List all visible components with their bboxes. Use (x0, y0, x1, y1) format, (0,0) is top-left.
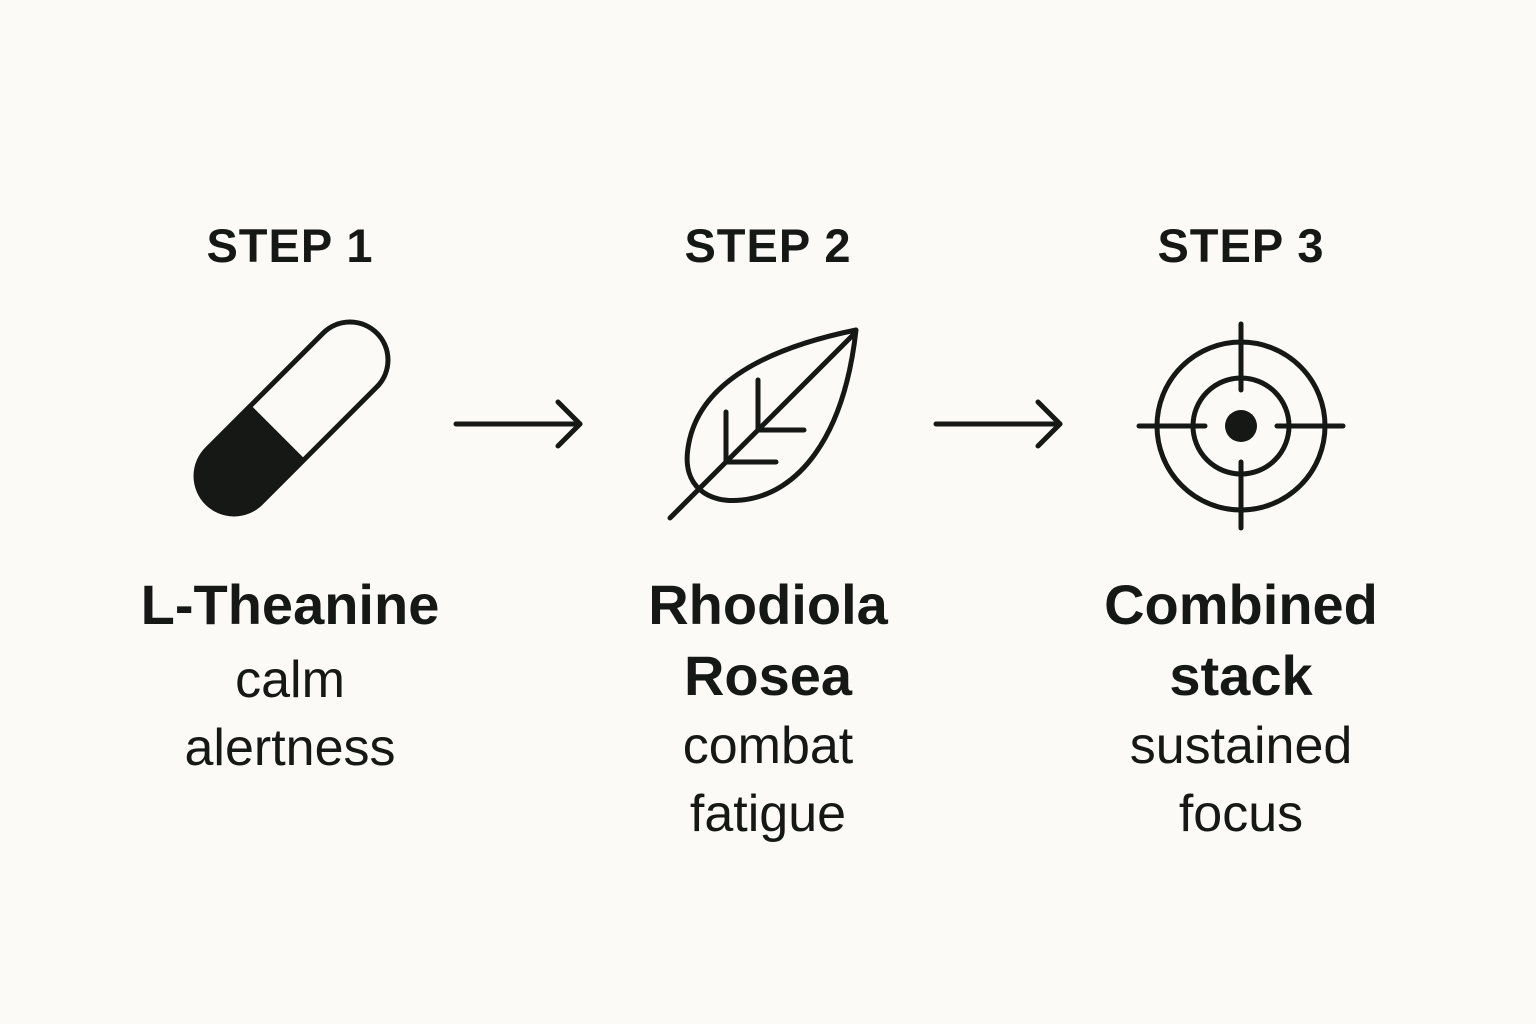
step-2-name: Rhodiola Rosea (648, 573, 888, 707)
capsule-icon (80, 318, 500, 538)
step-3-name: Combined stack (1104, 573, 1378, 707)
step-3: STEP 3 Combined stack sustained focus (1031, 0, 1451, 1024)
step-1-description: calm alertness (184, 651, 396, 777)
step-2-description: combat fatigue (682, 717, 854, 843)
step-1: STEP 1 L-Theanine calm alertness (80, 0, 500, 1024)
step-1-label: STEP 1 (206, 219, 374, 272)
target-icon (1031, 318, 1451, 538)
arrow-right-icon (450, 394, 590, 454)
step-1-name: L-Theanine (140, 573, 440, 636)
arrow-right-icon (930, 394, 1070, 454)
leaf-icon (558, 318, 978, 538)
step-2: STEP 2 Rhodiola Rosea combat fatigue (558, 0, 978, 1024)
step-3-label: STEP 3 (1157, 219, 1325, 272)
step-3-description: sustained focus (1129, 717, 1353, 843)
step-2-label: STEP 2 (684, 219, 852, 272)
